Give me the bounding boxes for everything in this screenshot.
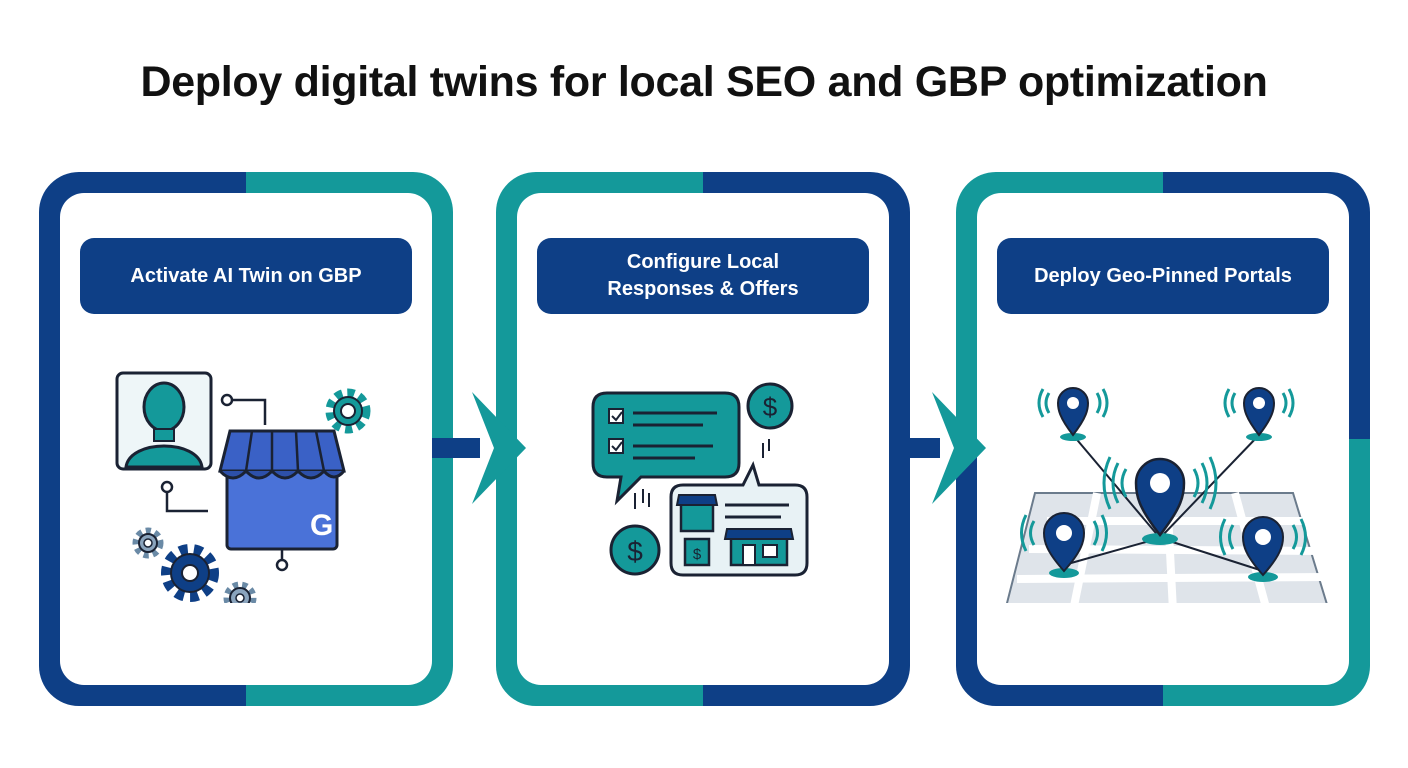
- step-2-label-line-1: Configure Local: [626, 251, 780, 273]
- step-card-2: Configure Local Responses & Offers $ $: [496, 172, 910, 706]
- step-card-1: Activate AI Twin on GBP G: [39, 172, 453, 706]
- arrow-step-2-to-3: [892, 392, 986, 504]
- pin-center: [1102, 456, 1218, 545]
- step-card-3: Deploy Geo-Pinned Portals: [956, 172, 1370, 706]
- coin-symbol-3: $: [693, 546, 702, 563]
- ai-twin-store-gears-icon: G: [115, 371, 371, 603]
- chat-offers-icon: $ $ $: [591, 382, 809, 577]
- step-2-label: Configure Local Responses & Offers: [537, 238, 869, 314]
- pin-bottom-left: [1020, 512, 1108, 578]
- pin-top-left: [1037, 387, 1109, 441]
- coin-symbol-1: $: [763, 392, 778, 422]
- pin-top-right: [1223, 387, 1295, 441]
- step-1-label: Activate AI Twin on GBP: [80, 238, 412, 314]
- pin-bottom-right: [1219, 516, 1307, 582]
- arrow-step-1-to-2: [432, 392, 526, 504]
- map-pins-icon: [1006, 387, 1328, 603]
- coin-symbol-2: $: [627, 536, 643, 567]
- store-sign: G: [310, 509, 333, 542]
- step-2-label-line-2: Responses & Offers: [607, 278, 799, 300]
- page-title: Deploy digital twins for local SEO and G…: [140, 58, 1268, 106]
- step-3-label: Deploy Geo-Pinned Portals: [997, 238, 1329, 314]
